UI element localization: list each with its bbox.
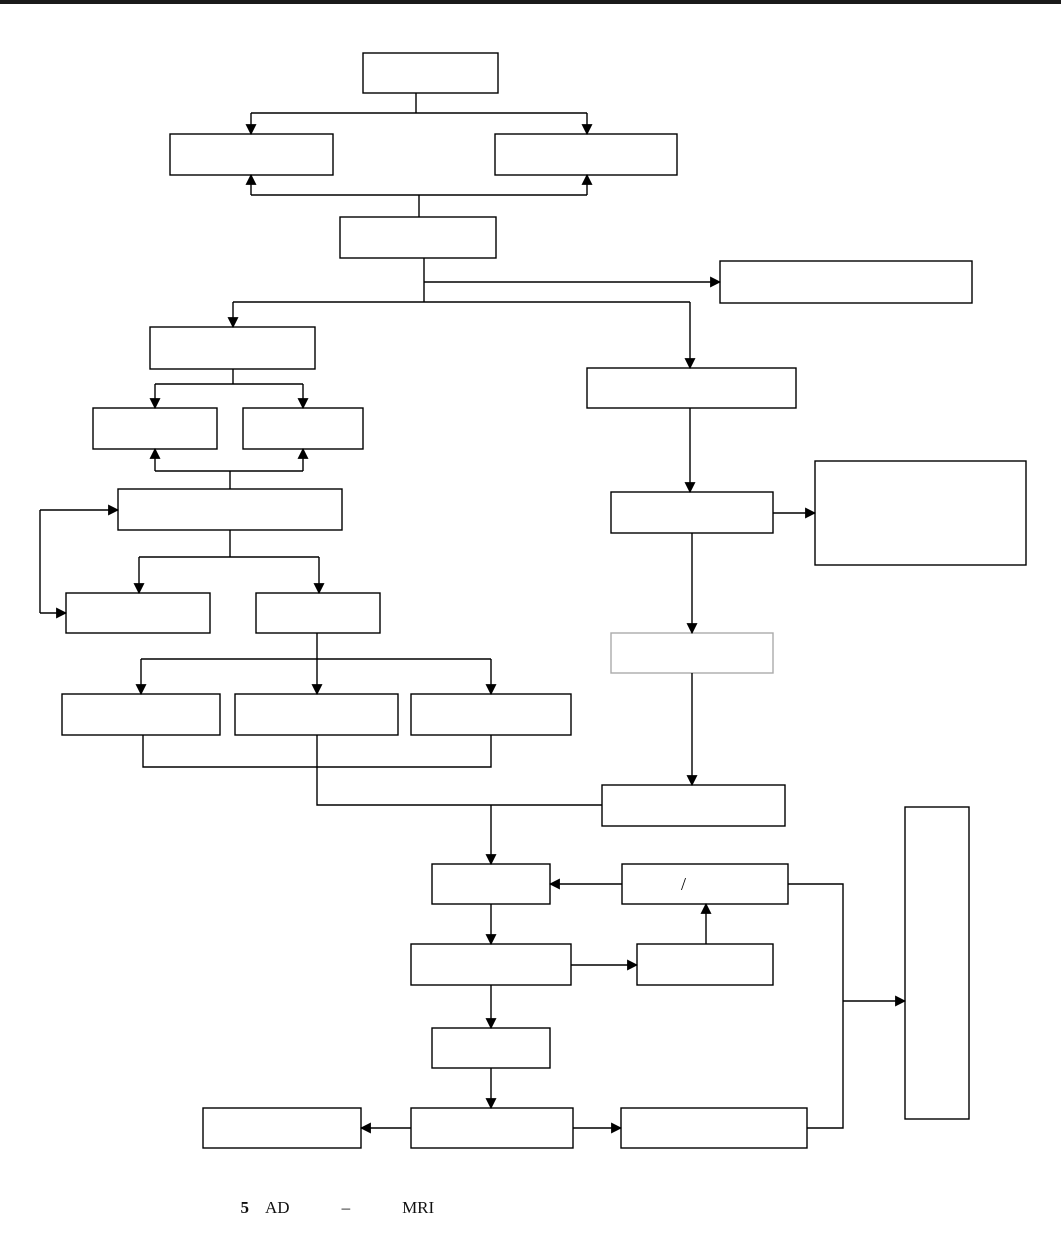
box-right-note xyxy=(814,460,1027,566)
box-l1-right xyxy=(494,133,678,176)
box-right-faint xyxy=(610,632,774,674)
box-left-branch xyxy=(149,326,316,370)
header-rule xyxy=(0,0,1061,4)
box-bottom-left xyxy=(202,1107,362,1149)
box-l2 xyxy=(339,216,497,259)
box-bottom-center xyxy=(410,1107,574,1149)
box-center-b xyxy=(410,943,572,986)
slash-box-label: / xyxy=(681,874,686,894)
caption-modality: MRI xyxy=(402,1198,435,1217)
box-left-loop xyxy=(65,592,211,634)
caption-dash: – xyxy=(341,1198,351,1217)
box-l1-left xyxy=(169,133,334,176)
box-exclude-right xyxy=(719,260,973,304)
box-center-a xyxy=(431,863,551,905)
box-left-merge xyxy=(117,488,343,531)
box-right-branch xyxy=(586,367,797,409)
box-left-opt-2 xyxy=(234,693,399,736)
box-left-sub-b xyxy=(242,407,364,450)
box-tall-right xyxy=(904,806,970,1120)
connector-right-collector xyxy=(788,883,844,1129)
connector-opt-2-to-convergence xyxy=(316,735,602,806)
box-left-opt-1 xyxy=(61,693,221,736)
box-slash xyxy=(621,863,789,905)
box-bottom-right xyxy=(620,1107,808,1149)
box-left-opt-3 xyxy=(410,693,572,736)
box-right-step xyxy=(610,491,774,534)
box-right-converge xyxy=(601,784,786,827)
box-center-c xyxy=(431,1027,551,1069)
box-start xyxy=(362,52,499,94)
caption-abbrev: AD xyxy=(265,1198,290,1217)
box-left-sub-a xyxy=(92,407,218,450)
box-left-continue xyxy=(255,592,381,634)
box-center-side xyxy=(636,943,774,986)
caption-number: 5 xyxy=(240,1198,250,1217)
figure-caption: 5 AD – MRI xyxy=(232,1163,435,1217)
